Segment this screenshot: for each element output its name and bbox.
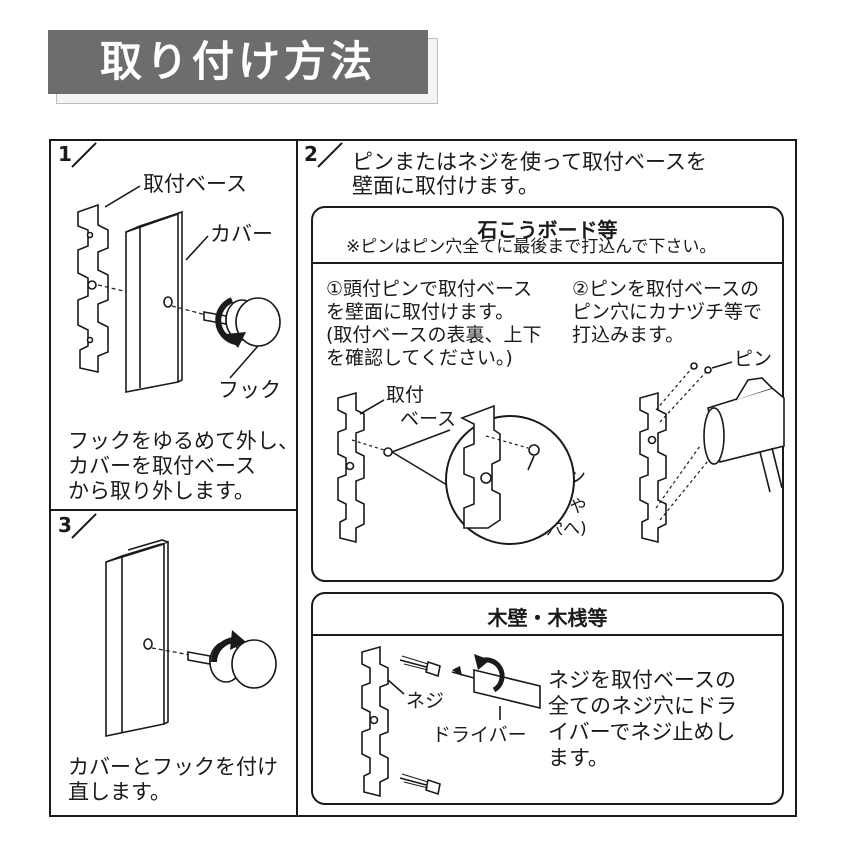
wood-wall-box: 木壁・木桟等 <box>311 592 784 805</box>
title-box: 取り付け方法 <box>48 30 440 105</box>
page-title: 取り付け方法 <box>48 30 428 94</box>
step2-intro-line1: ピンまたはネジを使って取付ベースを <box>352 150 707 174</box>
step3-number: 3 <box>58 513 72 537</box>
step3-desc-line2: 直します。 <box>68 780 171 804</box>
step1-desc-line1: フックをゆるめて外し、 <box>68 429 299 453</box>
wood-desc-line1: ネジを取付ベースの <box>548 668 736 692</box>
gypsum-step-b-line2: ピン穴にカナヅチ等で <box>572 301 763 323</box>
gypsum-step-a-line3: (取付ベースの表裏、上下 <box>326 324 542 346</box>
wood-desc-line4: ます。 <box>548 746 609 770</box>
gypsum-note: ※ピンはピン穴全てに最後まで打込んで下さい。 <box>346 237 717 257</box>
wood-label-screw: ネジ <box>406 690 445 712</box>
gypsum-label-pin: ピン <box>734 348 773 370</box>
step1-number: 1 <box>58 142 72 166</box>
gypsum-step-b-line3: 打込みます。 <box>572 324 685 346</box>
step2-number: 2 <box>304 142 318 166</box>
wood-title: 木壁・木桟等 <box>487 606 608 630</box>
step1-desc-line2: カバーを取付ベース <box>68 454 256 478</box>
instruction-frame <box>49 139 797 817</box>
step1-desc-line3: から取り外します。 <box>68 479 255 503</box>
step2-intro-line2: 壁面に取付けます。 <box>352 174 539 198</box>
gypsum-step-a-line4: を確認してください。) <box>326 347 513 369</box>
wood-desc-line2: 全てのネジ穴にドラ <box>548 694 737 718</box>
wood-label-driver: ドライバー <box>432 724 527 746</box>
gypsum-step-b-line1: ②ピンを取付ベースの <box>572 278 760 300</box>
wood-head-divider <box>311 634 784 636</box>
gypsum-head-divider <box>311 262 784 264</box>
gypsum-step-a-line1: ①頭付ピンで取付ベース <box>326 278 533 300</box>
gypsum-board-box: 石こうボード等 <box>311 206 784 582</box>
gypsum-label-base-line1: 取付 <box>386 384 425 406</box>
step3-desc-line1: カバーとフックを付け <box>68 755 278 779</box>
wood-desc-line3: イバーでネジ止めし <box>548 720 736 744</box>
step1-label-hook: フック <box>218 378 281 402</box>
gypsum-label-base-line2: ベース <box>400 408 457 430</box>
step1-label-cover: カバー <box>210 222 273 246</box>
gypsum-step-a-line2: を壁面に取付けます。 <box>326 301 515 323</box>
divider-vertical <box>296 139 298 817</box>
divider-horizontal <box>49 509 298 511</box>
gypsum-title: 石こうボード等 <box>477 218 618 242</box>
step1-label-base: 取付ベース <box>143 172 247 196</box>
